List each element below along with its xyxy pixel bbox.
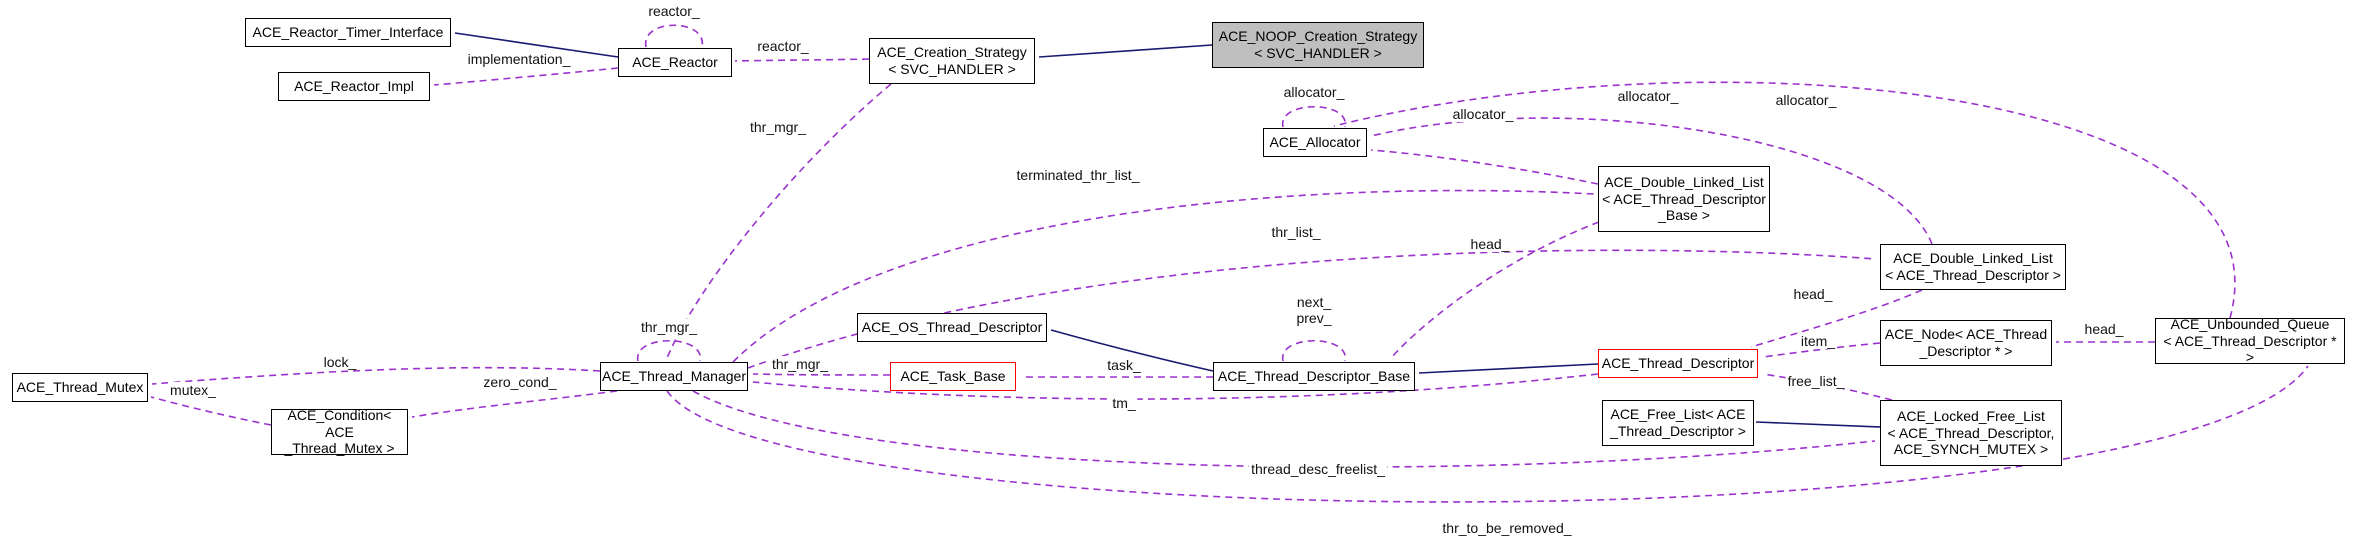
edge-label-free-list: free_list_ [1785, 372, 1847, 390]
edge-label-implementation: implementation_ [465, 50, 573, 68]
node-ace-unbounded-queue[interactable]: ACE_Unbounded_Queue < ACE_Thread_Descrip… [2155, 316, 2345, 365]
inheritance-edges [454, 32, 1881, 428]
edge-noop-to-creation-strategy [1038, 44, 1213, 58]
edge-creation-strategy-to-reactor [734, 58, 870, 62]
edge-thread-manager-to-locked-free-list [692, 390, 1876, 468]
edge-label-thr-mgr-self: thr_mgr_ [638, 318, 700, 336]
edge-condition-to-mutex [150, 396, 272, 426]
edge-reactor-to-reactor-impl [433, 67, 619, 86]
edge-reactor-self-loop [645, 24, 703, 48]
edge-dll-base-to-tdb-head [1390, 221, 1600, 359]
edge-label-allocator-dll-desc: allocator_ [1615, 87, 1681, 105]
edge-label-item: item_ [1798, 332, 1838, 350]
edge-label-head-dll-desc: head_ [1791, 285, 1835, 303]
node-ace-reactor[interactable]: ACE_Reactor [618, 48, 732, 77]
edge-node-to-td-item [1762, 342, 1881, 358]
edge-label-thr-to-be-removed: thr_to_be_removed_ [1440, 519, 1574, 537]
node-ace-task-base[interactable]: ACE_Task_Base [890, 362, 1016, 391]
node-ace-allocator[interactable]: ACE_Allocator [1263, 128, 1367, 157]
edge-dll-desc-to-td-head [1750, 289, 1923, 348]
node-ace-noop-creation-strategy: ACE_NOOP_Creation_Strategy < SVC_HANDLER… [1212, 22, 1424, 68]
edge-thread-manager-to-condition [411, 390, 618, 418]
edge-label-zero-cond: zero_cond_ [481, 373, 559, 391]
edge-label-next-prev: next_ prev_ [1294, 293, 1334, 327]
edge-label-thr-mgr-task: thr_mgr_ [769, 355, 831, 373]
edge-label-allocator-queue: allocator_ [1773, 91, 1839, 109]
node-ace-double-linked-list-base[interactable]: ACE_Double_Linked_List < ACE_Thread_Desc… [1598, 166, 1770, 232]
node-ace-double-linked-list-descriptor[interactable]: ACE_Double_Linked_List < ACE_Thread_Desc… [1880, 244, 2066, 290]
edge-thread-manager-to-mutex [151, 366, 601, 385]
edge-label-thread-desc-freelist: thread_desc_freelist_ [1249, 460, 1387, 478]
edge-td-to-thread-manager [752, 373, 1599, 400]
edge-td-to-tdb [1418, 363, 1599, 374]
edge-task-base-to-thread-manager [752, 373, 891, 376]
edge-label-reactor-self: reactor_ [646, 2, 702, 20]
node-ace-thread-descriptor[interactable]: ACE_Thread_Descriptor [1598, 349, 1758, 378]
edge-tdb-self-loop [1282, 339, 1346, 362]
node-ace-thread-mutex[interactable]: ACE_Thread_Mutex [12, 373, 148, 402]
node-ace-thread-descriptor-base[interactable]: ACE_Thread_Descriptor_Base [1213, 362, 1415, 391]
node-ace-locked-free-list[interactable]: ACE_Locked_Free_List < ACE_Thread_Descri… [1880, 400, 2062, 466]
edge-label-task: task_ [1105, 356, 1143, 374]
node-ace-condition-thread-mutex[interactable]: ACE_Condition< ACE _Thread_Mutex > [271, 407, 408, 456]
edge-label-head-dll-base: head_ [1468, 235, 1512, 253]
edge-creation-strategy-to-thread-manager [666, 83, 892, 359]
edge-label-mutex: mutex_ [168, 381, 218, 399]
node-ace-thread-manager[interactable]: ACE_Thread_Manager [600, 362, 748, 391]
edge-label-lock: lock_ [321, 353, 359, 371]
edge-tdb-to-os-thread-descriptor [1050, 329, 1214, 372]
node-ace-creation-strategy[interactable]: ACE_Creation_Strategy < SVC_HANDLER > [869, 38, 1035, 84]
edge-locked-free-list-to-free-list [1755, 421, 1881, 428]
edge-label-allocator-self: allocator_ [1281, 83, 1347, 101]
edge-allocator-self-loop [1282, 105, 1346, 128]
edge-label-head-queue: head_ [2082, 320, 2126, 338]
usage-edges [150, 24, 2309, 503]
edge-label-terminated-thr-list: terminated_thr_list_ [1014, 166, 1142, 184]
node-ace-reactor-impl[interactable]: ACE_Reactor_Impl [278, 72, 430, 101]
edge-thread-manager-to-dll-desc [747, 249, 1877, 369]
edge-label-thr-list: thr_list_ [1269, 223, 1323, 241]
edge-label-thr-mgr-strategy: thr_mgr_ [747, 118, 809, 136]
edge-thread-manager-self-loop [637, 339, 701, 362]
edge-thread-manager-to-queue [666, 365, 2309, 503]
node-ace-os-thread-descriptor[interactable]: ACE_OS_Thread_Descriptor [857, 313, 1047, 342]
node-ace-node-thread-descriptor[interactable]: ACE_Node< ACE_Thread _Descriptor * > [1880, 320, 2052, 366]
edge-queue-to-allocator [1333, 81, 2236, 319]
edge-label-tm: tm_ [1110, 394, 1138, 412]
node-ace-free-list[interactable]: ACE_Free_List< ACE _Thread_Descriptor > [1602, 400, 1754, 446]
edge-reactor-to-timer-interface [454, 32, 619, 58]
edge-locked-free-list-to-td [1762, 373, 1893, 401]
node-ace-reactor-timer-interface[interactable]: ACE_Reactor_Timer_Interface [245, 18, 451, 47]
edge-dll-base-to-allocator [1370, 149, 1599, 185]
edge-label-reactor: reactor_ [755, 37, 811, 55]
edge-label-allocator-dll-base: allocator_ [1450, 105, 1516, 123]
edge-thread-manager-to-dll-base [732, 189, 1595, 363]
